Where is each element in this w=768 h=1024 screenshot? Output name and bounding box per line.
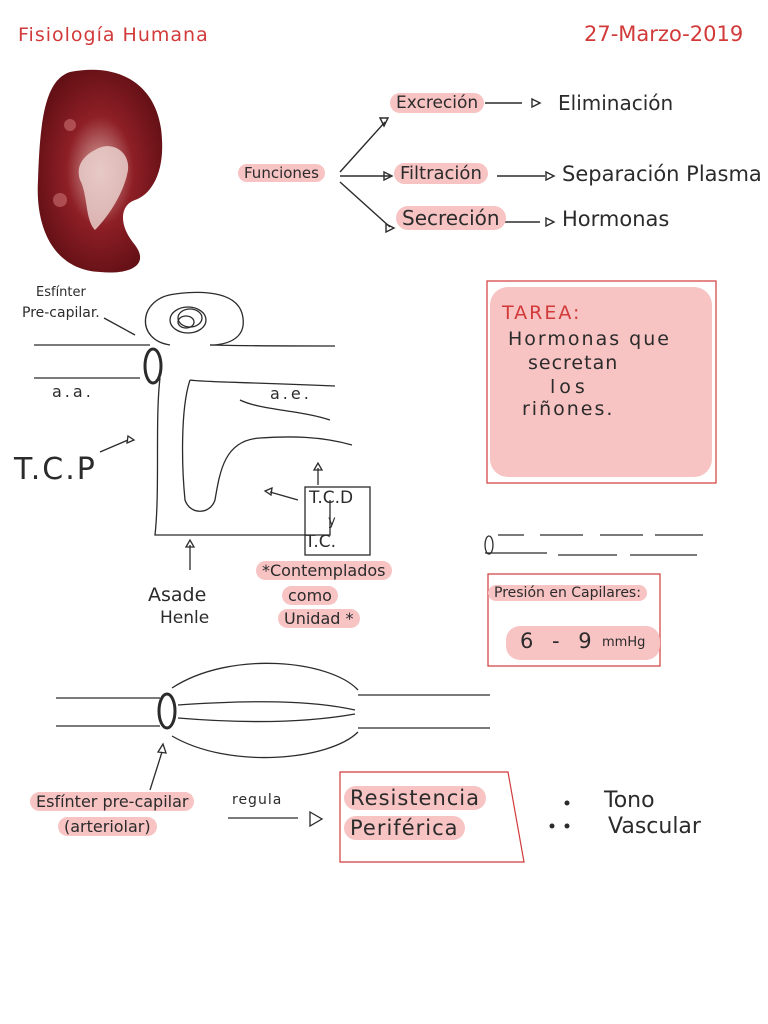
tcd-label-line2: y	[328, 514, 336, 529]
tcd-label-line1: T.C.D	[309, 488, 354, 508]
pressure-frame	[487, 573, 661, 667]
therefore-symbol	[549, 800, 570, 829]
pressure-unit: mmHg	[602, 635, 646, 650]
resistance-frame	[339, 771, 525, 863]
afferent-arteriole-label: a.a.	[52, 382, 94, 401]
homework-line2: secretan	[528, 352, 619, 374]
vessel-drawing	[56, 662, 490, 828]
capillary-drawing	[484, 534, 703, 556]
pressure-title: Presión en Capilares:	[488, 585, 647, 601]
function-secretion: Secreción	[396, 206, 506, 230]
page-date: 27-Marzo-2019	[584, 22, 744, 46]
note-line1: *Contemplados	[256, 561, 392, 580]
function-filtration: Filtración	[394, 163, 488, 184]
functions-root-label: Funciones	[238, 164, 325, 182]
homework-line4: riñones.	[522, 398, 615, 420]
pressure-value: 6 - 9	[520, 629, 598, 653]
homework-title: TAREA:	[502, 302, 582, 324]
bottom-sphincter-sub: (arteriolar)	[58, 817, 157, 836]
resistance-line1: Resistencia	[344, 786, 486, 810]
note-line2: como	[282, 586, 338, 605]
bottom-sphincter-label: Esfínter pre-capilar	[30, 792, 195, 811]
kidney-image	[37, 69, 163, 273]
henle-label-line2: Henle	[160, 608, 210, 628]
pressure-value-highlight: 6 - 9 mmHg	[506, 626, 660, 660]
homework-line1: Hormonas que	[508, 328, 671, 350]
tcd-label-line3: T.C.	[305, 532, 337, 552]
tcp-label: T.C.P	[14, 452, 97, 487]
result-plasma-separation: Separación Plasma	[562, 162, 762, 186]
homework-frame	[486, 280, 717, 484]
tone-label-line1: Tono	[604, 788, 655, 813]
homework-highlight	[490, 287, 712, 477]
homework-line3: los	[550, 376, 589, 398]
sphincter-label-top: Esfínter	[36, 285, 86, 300]
sphincter-label-bottom: Pre-capilar.	[22, 305, 100, 321]
nephron-drawing	[34, 291, 371, 570]
function-tree-lines	[339, 97, 556, 234]
resistance-line2: Periférica	[344, 816, 465, 840]
function-excretion: Excreción	[390, 93, 485, 113]
result-hormones: Hormonas	[562, 207, 670, 231]
henle-label-line1: Asade	[148, 584, 207, 606]
tone-label-line2: Vascular	[608, 814, 701, 839]
efferent-arteriole-label: a.e.	[270, 384, 312, 403]
note-line3: Unidad *	[278, 609, 360, 628]
result-elimination: Eliminación	[558, 91, 674, 115]
page-title: Fisiología Humana	[18, 24, 209, 46]
regula-label: regula	[232, 792, 283, 808]
